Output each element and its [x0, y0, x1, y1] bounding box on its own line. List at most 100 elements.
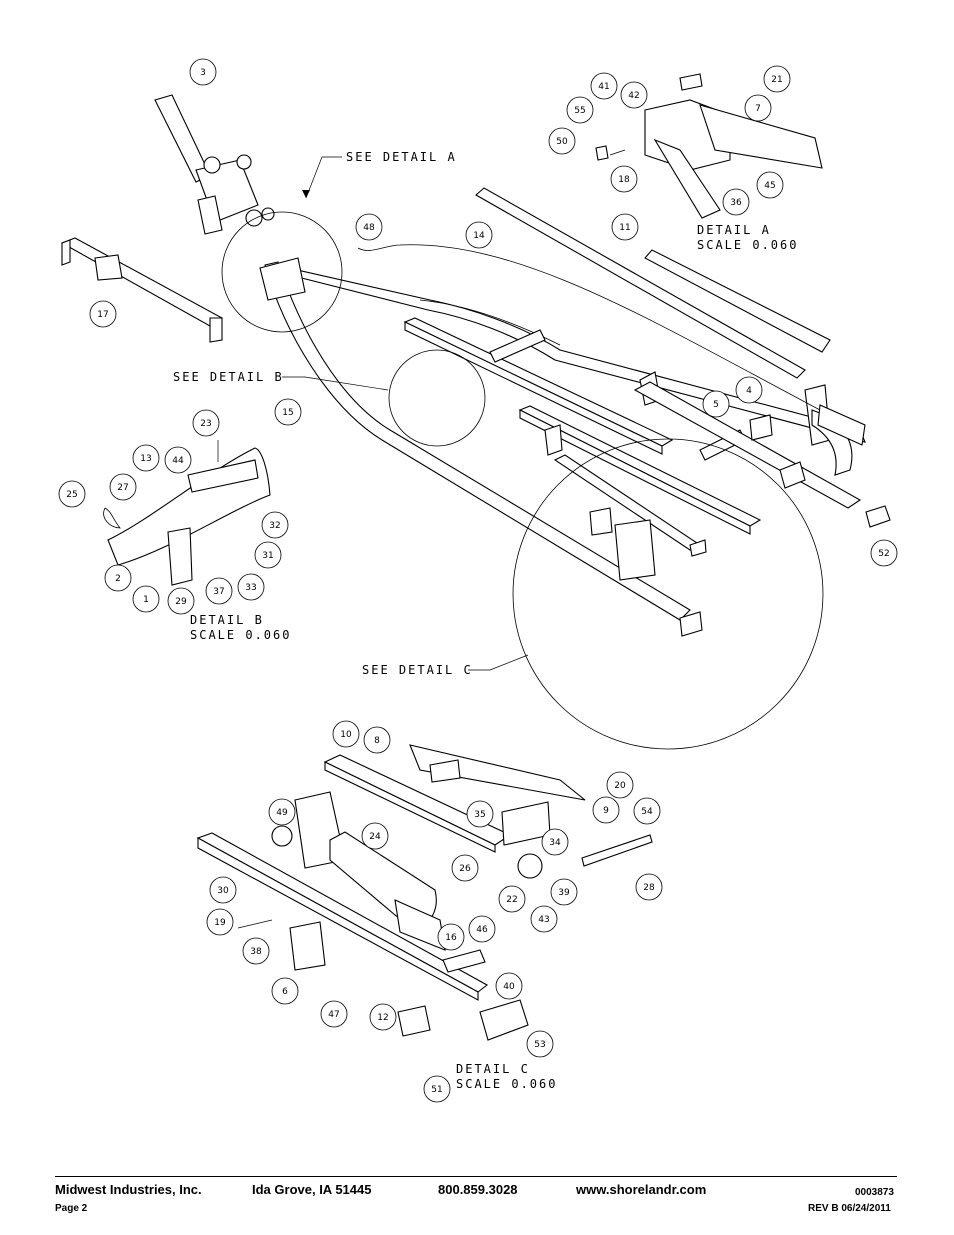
callout-6: 6: [271, 977, 299, 1005]
callout-26: 26: [451, 854, 479, 882]
callout-51: 51: [423, 1075, 451, 1103]
callout-circle: [530, 905, 558, 933]
callout-circle: [541, 828, 569, 856]
callout-33: 33: [237, 573, 265, 601]
callout-circle: [468, 915, 496, 943]
callout-circle: [465, 221, 493, 249]
callout-circle: [189, 58, 217, 86]
callout-number: 46: [476, 925, 488, 935]
tongue-extension: [60, 237, 224, 343]
callout-circle: [205, 577, 233, 605]
detail-a-scale: SCALE 0.060: [697, 238, 798, 252]
callout-50: 50: [548, 127, 576, 155]
callout-number: 49: [276, 808, 288, 818]
callout-circle: [271, 977, 299, 1005]
detail-a-circle: [221, 211, 343, 333]
callout-circle: [355, 213, 383, 241]
callout-number: 50: [556, 137, 568, 147]
callout-circle: [437, 923, 465, 951]
callout-34: 34: [541, 828, 569, 856]
callout-number: 7: [755, 104, 761, 114]
callout-16: 16: [437, 923, 465, 951]
callout-circle: [763, 65, 791, 93]
callout-circle: [620, 81, 648, 109]
callout-18: 18: [610, 165, 638, 193]
callout-53: 53: [526, 1030, 554, 1058]
callout-circle: [332, 720, 360, 748]
callout-number: 53: [534, 1040, 545, 1050]
callout-number: 41: [598, 82, 609, 92]
callout-circle: [498, 885, 526, 913]
callout-circle: [548, 127, 576, 155]
callout-43: 43: [530, 905, 558, 933]
callout-35: 35: [466, 800, 494, 828]
footer-doc-number: 0003873: [855, 1187, 894, 1198]
callout-number: 13: [140, 454, 151, 464]
callout-circle: [756, 171, 784, 199]
callout-circle: [320, 1000, 348, 1028]
callout-number: 54: [641, 807, 653, 817]
callout-number: 20: [614, 781, 626, 791]
footer-city: Ida Grove, IA 51445: [252, 1182, 372, 1197]
callout-circle: [451, 854, 479, 882]
callout-number: 17: [97, 310, 108, 320]
callout-circle: [363, 726, 391, 754]
callout-number: 32: [269, 521, 280, 531]
callout-number: 45: [764, 181, 775, 191]
footer-website[interactable]: www.shorelandr.com: [576, 1182, 707, 1197]
callout-number: 29: [175, 597, 187, 607]
callout-13: 13: [132, 444, 160, 472]
detail-c-title: DETAIL C: [456, 1062, 530, 1076]
footer-divider: [55, 1176, 897, 1177]
callout-number: 40: [503, 982, 515, 992]
detail-a-title: DETAIL A: [697, 223, 771, 237]
callout-number: 30: [217, 886, 229, 896]
callout-number: 16: [445, 933, 457, 943]
callout-number: 9: [603, 806, 609, 816]
callout-45: 45: [756, 171, 784, 199]
callout-circle: [633, 797, 661, 825]
see-detail-c-arrow: [468, 654, 529, 671]
callout-number: 37: [213, 587, 224, 597]
callout-30: 30: [209, 876, 237, 904]
callout-8: 8: [363, 726, 391, 754]
callout-15: 15: [274, 398, 302, 426]
callout-circle: [261, 511, 289, 539]
callout-39: 39: [550, 878, 578, 906]
callout-circle: [58, 480, 86, 508]
callout-circle: [526, 1030, 554, 1058]
callout-3: 3: [189, 58, 217, 86]
callout-number: 25: [66, 490, 77, 500]
detail-b-title: DETAIL B: [190, 613, 264, 627]
callout-24: 24: [361, 822, 389, 850]
callout-circle: [735, 376, 763, 404]
callout-circle: [702, 390, 730, 418]
callout-circle: [611, 213, 639, 241]
tongue-jack: [154, 94, 275, 235]
callout-circle: [192, 409, 220, 437]
callout-number: 10: [340, 730, 352, 740]
callout-number: 6: [282, 987, 288, 997]
callout-circle: [164, 446, 192, 474]
callout-circle: [722, 188, 750, 216]
callout-number: 34: [549, 838, 561, 848]
callout-12: 12: [369, 1003, 397, 1031]
callout-22: 22: [498, 885, 526, 913]
callout-number: 28: [643, 883, 655, 893]
callout-circle: [104, 564, 132, 592]
see-detail-b-label: SEE DETAIL B: [173, 370, 284, 384]
detail-b-drawing: [103, 440, 271, 586]
axle-assembly: [633, 381, 866, 509]
bunk-board-14: [475, 187, 806, 379]
callout-number: 14: [473, 231, 485, 241]
callout-circle: [89, 300, 117, 328]
see-detail-a-label: SEE DETAIL A: [346, 150, 457, 164]
detail-c-scale: SCALE 0.060: [456, 1077, 557, 1091]
detail-a-drawing: [595, 73, 823, 219]
callout-11: 11: [611, 213, 639, 241]
callout-17: 17: [89, 300, 117, 328]
callout-circle: [495, 972, 523, 1000]
callout-circle: [566, 96, 594, 124]
callout-25: 25: [58, 480, 86, 508]
